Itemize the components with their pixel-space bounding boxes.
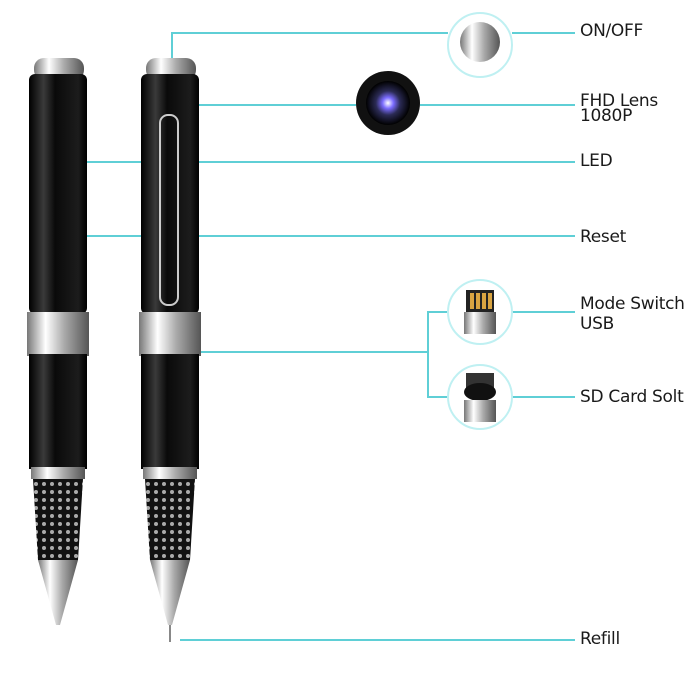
label-reset: Reset — [580, 227, 626, 247]
on-off-detail — [447, 12, 513, 78]
sd-slot-detail — [447, 364, 513, 430]
label-mode-line2: USB — [580, 314, 614, 334]
label-led: LED — [580, 151, 613, 171]
label-refill: Refill — [580, 629, 620, 649]
lens-detail — [356, 71, 420, 135]
label-lens-line2: 1080P — [580, 106, 633, 126]
pen-right — [139, 58, 201, 642]
label-sd-slot: SD Card Solt — [580, 387, 684, 407]
pen-left — [27, 58, 89, 625]
label-on-off: ON/OFF — [580, 21, 643, 41]
usb-detail — [447, 279, 513, 345]
label-lens-line1: FHD Lens — [580, 91, 658, 111]
label-mode-line1: Mode Switch — [580, 294, 685, 314]
